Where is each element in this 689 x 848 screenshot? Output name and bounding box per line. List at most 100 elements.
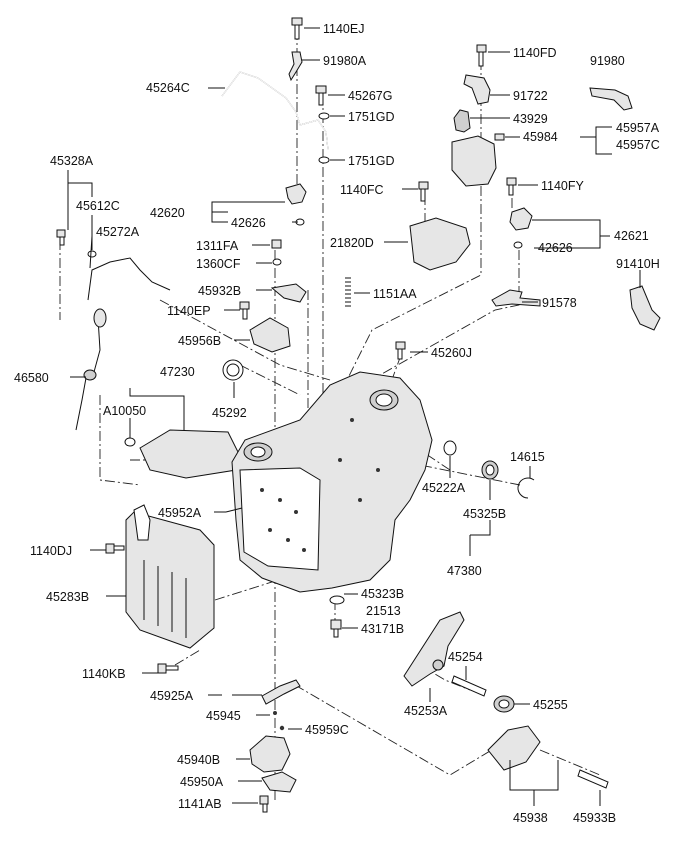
label-45292: 45292 <box>212 406 247 420</box>
bolt-45984-drawing <box>494 133 505 141</box>
pin-45254-drawing <box>451 675 487 697</box>
label-1140DJ: 1140DJ <box>30 544 72 558</box>
dipstick-46580-handle <box>93 308 107 328</box>
label-45984: 45984 <box>523 130 558 144</box>
bolt-1140EP-drawing <box>239 301 250 320</box>
bracket-45957A-drawing <box>451 135 497 187</box>
label-21820D: 21820D <box>330 236 374 250</box>
seal-45292-drawing <box>222 359 244 381</box>
sensor-42620-drawing <box>285 183 307 205</box>
label-91722: 91722 <box>513 89 548 103</box>
label-91410H: 91410H <box>616 257 660 271</box>
label-1140FC: 1140FC <box>340 183 384 197</box>
label-A10050: A10050 <box>103 404 146 418</box>
lever-45253A-hub <box>432 659 444 671</box>
label-42626-a: 42626 <box>231 216 266 230</box>
oring-42626-b-drawing <box>513 241 523 249</box>
gasket-45323B-drawing <box>329 595 345 605</box>
bolt-1140FC-drawing <box>418 181 429 202</box>
label-1311FA: 1311FA <box>196 239 239 253</box>
label-1140KB: 1140KB <box>82 667 126 681</box>
label-45255: 45255 <box>533 698 568 712</box>
pin-45952A-drawing <box>225 507 243 513</box>
bolt-45260J-drawing <box>395 341 406 360</box>
bolt-1140KB-drawing <box>157 663 179 674</box>
label-45325B: 45325B <box>463 507 506 521</box>
label-43171B: 43171B <box>361 622 404 636</box>
oring-45612C-drawing <box>87 250 97 258</box>
label-1140EP: 1140EP <box>167 304 211 318</box>
label-45264C: 45264C <box>146 81 190 95</box>
tube-45272A-drawing <box>87 257 171 301</box>
label-45272A: 45272A <box>96 225 140 239</box>
filter-47230-drawing <box>139 429 241 479</box>
label-1140EJ: 1140EJ <box>323 22 364 36</box>
label-45933B: 45933B <box>573 811 616 825</box>
bolt-43171B-drawing <box>330 619 342 638</box>
part-labels: 1140EJ 91980A 45264C 45267G 1751GD 1751G… <box>14 22 660 825</box>
roller-45255-inner <box>498 699 510 709</box>
label-45925A: 45925A <box>150 689 194 703</box>
label-21513: 21513 <box>366 604 401 618</box>
label-1751GD-b: 1751GD <box>348 154 395 168</box>
label-91980: 91980 <box>590 54 625 68</box>
label-1140FY: 1140FY <box>541 179 585 193</box>
label-45952A: 45952A <box>158 506 202 520</box>
lever-45950A-drawing <box>261 771 297 793</box>
sensor-42621-drawing <box>509 207 533 231</box>
label-91578: 91578 <box>542 296 577 310</box>
label-45950A: 45950A <box>180 775 224 789</box>
transmission-case-drawing <box>231 371 433 593</box>
washer-1360CF-drawing <box>272 258 282 266</box>
shaft-45933B-drawing <box>577 769 609 789</box>
part-drawings <box>56 17 661 813</box>
label-14615: 14615 <box>510 450 545 464</box>
nut-1311FA-drawing <box>271 239 282 249</box>
label-45254: 45254 <box>448 650 483 664</box>
dipstick-46580-plug <box>83 369 97 381</box>
switch-45956B-drawing <box>249 317 291 353</box>
label-46580: 46580 <box>14 371 49 385</box>
ring-45945-drawing <box>273 711 277 715</box>
bracket-45938-drawing <box>487 725 541 771</box>
label-45956B: 45956B <box>178 334 221 348</box>
label-45945: 45945 <box>206 709 241 723</box>
label-1151AA: 1151AA <box>373 287 417 301</box>
label-47380: 47380 <box>447 564 482 578</box>
label-1140FD: 1140FD <box>513 46 557 60</box>
bolt-1140FY-drawing <box>506 177 517 196</box>
bolt-1140DJ-drawing <box>105 543 125 554</box>
label-45267G: 45267G <box>348 89 392 103</box>
label-45328A: 45328A <box>50 154 94 168</box>
oring-A10050-drawing <box>124 437 136 447</box>
ring-45959C-drawing <box>279 725 285 731</box>
clip-91980A-drawing <box>288 51 303 82</box>
label-1141AB: 1141AB <box>178 797 222 811</box>
label-45283B: 45283B <box>46 590 89 604</box>
label-45260J: 45260J <box>431 346 472 360</box>
label-45222A: 45222A <box>422 481 466 495</box>
bolt-1141AB-drawing <box>259 795 269 813</box>
label-42626-b: 42626 <box>538 241 573 255</box>
label-45932B: 45932B <box>198 284 241 298</box>
pipe-45264C-inner <box>221 71 329 151</box>
pipe-45264C-drawing <box>221 71 329 151</box>
label-45940B: 45940B <box>177 753 220 767</box>
label-45957A: 45957A <box>616 121 660 135</box>
label-45323B: 45323B <box>361 587 404 601</box>
label-45957C: 45957C <box>616 138 660 152</box>
label-42621: 42621 <box>614 229 649 243</box>
harness-45925A-drawing <box>261 679 301 705</box>
label-45253A: 45253A <box>404 704 448 718</box>
bushing-43929-drawing <box>453 109 471 133</box>
lever-45932B-drawing <box>270 283 307 303</box>
label-45612C: 45612C <box>76 199 120 213</box>
bracket-91578-drawing <box>491 289 541 307</box>
label-1751GD-a: 1751GD <box>348 110 395 124</box>
washer-1751GD-b-drawing <box>318 156 330 164</box>
label-47230: 47230 <box>160 365 195 379</box>
label-43929: 43929 <box>513 112 548 126</box>
label-42620: 42620 <box>150 206 185 220</box>
seal-45292-inner <box>226 363 240 377</box>
bolt-45328A-drawing <box>56 229 66 246</box>
